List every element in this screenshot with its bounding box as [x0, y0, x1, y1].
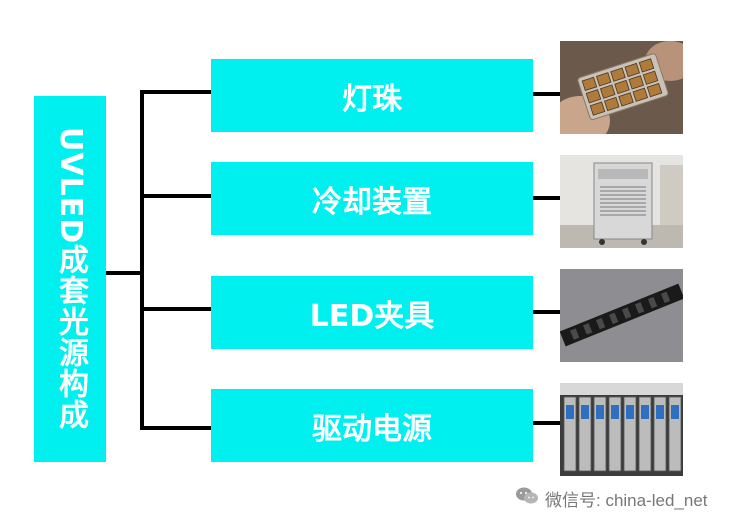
cooling-unit-icon [560, 155, 683, 248]
photo-connector-1 [533, 92, 560, 96]
root-component-box: UVLED成套光源构成 [34, 96, 106, 462]
branch-connector-3 [140, 307, 211, 311]
root-label: UVLED成套光源构成 [53, 127, 88, 431]
wechat-watermark: 微信号: china-led_net [515, 486, 708, 511]
led-fixture-icon [560, 269, 683, 362]
component-box-led-beads: 灯珠 [211, 59, 533, 132]
component-label: 冷却装置 [312, 184, 432, 220]
component-label: 灯珠 [342, 81, 402, 117]
branch-connector-1 [140, 90, 211, 94]
component-box-cooling: 冷却装置 [211, 162, 533, 235]
component-box-fixture: LED夹具 [211, 276, 533, 349]
wechat-id-text: 微信号: china-led_net [545, 491, 708, 510]
branch-connector-2 [140, 194, 211, 198]
trunk-connector [140, 90, 144, 430]
wechat-icon [515, 486, 539, 511]
component-label: 驱动电源 [312, 411, 432, 447]
photo-connector-3 [533, 310, 560, 314]
photo-connector-2 [533, 196, 560, 200]
photo-connector-4 [533, 421, 560, 425]
branch-connector-4 [140, 426, 211, 430]
power-supply-icon [560, 383, 683, 476]
component-label: LED夹具 [309, 298, 435, 334]
root-connector [106, 271, 144, 275]
component-box-power: 驱动电源 [211, 389, 533, 462]
uv-led-chip-array-icon [560, 41, 683, 134]
